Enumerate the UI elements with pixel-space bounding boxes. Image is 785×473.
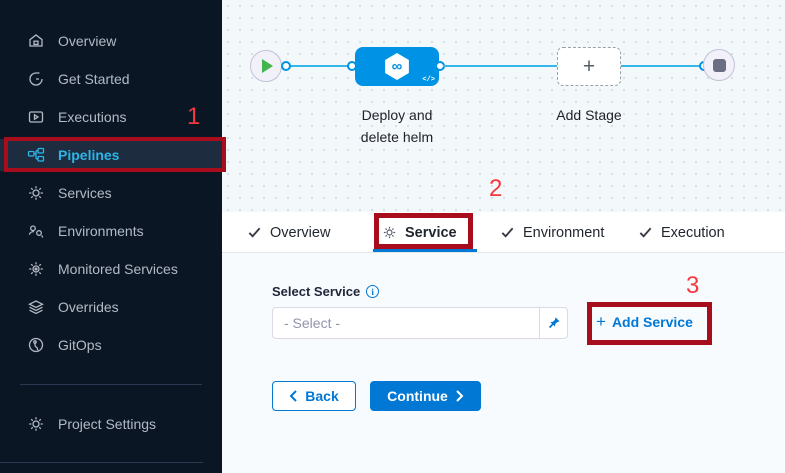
sidebar-item-label: Monitored Services: [58, 261, 178, 277]
gear-icon: [29, 186, 43, 200]
back-button[interactable]: Back: [272, 381, 356, 411]
sidebar-item-label: Overrides: [58, 299, 119, 315]
sidebar-divider: [20, 384, 202, 385]
stage-label-line1: Deploy and: [361, 107, 433, 123]
continue-button[interactable]: Continue: [370, 381, 481, 411]
tab-label: Environment: [523, 224, 605, 241]
sidebar-item-pipelines[interactable]: Pipelines: [0, 139, 222, 171]
home-icon: [29, 34, 43, 47]
sidebar-item-monitored-services[interactable]: Monitored Services: [0, 253, 222, 285]
sidebar-item-get-started[interactable]: Get Started: [0, 63, 222, 95]
info-icon[interactable]: i: [366, 285, 380, 298]
stop-icon: [712, 58, 726, 72]
active-tab-underline: [373, 249, 477, 252]
stage-config-tabbar: Overview Service Environment Execution: [222, 212, 785, 253]
play-box-icon: [28, 111, 44, 123]
continue-button-label: Continue: [387, 388, 448, 404]
check-icon: [639, 227, 652, 238]
service-config-panel: Select Service i - Select - + Add Servic…: [222, 253, 785, 473]
sidebar-item-label: Pipelines: [58, 147, 120, 163]
add-stage-button[interactable]: +: [557, 47, 621, 86]
edge-port: [347, 61, 357, 71]
pipeline-end-node: [703, 49, 735, 81]
chevron-right-icon: [456, 390, 464, 402]
sidebar-item-label: Services: [58, 185, 112, 201]
edge-port: [281, 61, 291, 71]
chevron-left-icon: [289, 390, 297, 402]
gear-icon: [383, 226, 396, 239]
sidebar-item-label: Get Started: [58, 71, 130, 87]
tab-service[interactable]: Service: [382, 212, 457, 253]
sidebar-item-executions[interactable]: Executions: [0, 101, 222, 133]
sidebar-divider: [0, 462, 203, 463]
sidebar-item-label: Overview: [58, 33, 117, 49]
select-service-label-text: Select Service: [272, 284, 361, 299]
check-icon: [248, 227, 261, 238]
gitops-icon: [28, 337, 44, 353]
sidebar-item-label: Project Settings: [58, 416, 157, 432]
code-icon: </>: [422, 76, 435, 84]
runtime-input-pin-button[interactable]: [539, 308, 567, 338]
sidebar-item-environments[interactable]: Environments: [0, 215, 222, 247]
plus-icon: +: [596, 312, 606, 331]
add-stage-label: Add Stage: [556, 107, 622, 123]
layers-icon: [28, 300, 44, 315]
plus-icon: +: [582, 54, 596, 78]
tab-label: Service: [405, 224, 457, 241]
sidebar-item-label: GitOps: [58, 337, 102, 353]
pin-icon: [548, 317, 560, 329]
stage-label: Deploy and delete helm: [325, 104, 469, 148]
restart-icon: [29, 72, 43, 86]
service-select-placeholder: - Select -: [284, 315, 341, 331]
service-select-dropdown[interactable]: - Select -: [272, 307, 568, 339]
back-button-label: Back: [305, 388, 339, 404]
sidebar-item-gitops[interactable]: GitOps: [0, 329, 222, 361]
pipeline-icon: [27, 147, 45, 162]
check-icon: [501, 227, 514, 238]
tab-label: Execution: [661, 224, 725, 241]
select-service-label: Select Service i: [272, 284, 380, 299]
sidebar-item-label: Executions: [58, 109, 127, 125]
pipeline-edge: [288, 65, 355, 67]
sidebar-item-overrides[interactable]: Overrides: [0, 291, 222, 323]
play-icon: [262, 59, 273, 73]
stage-node-deploy-and-delete-helm[interactable]: ∞ </>: [355, 47, 439, 86]
pipeline-canvas[interactable]: ∞ </> + Deploy and delete helm Add Stage: [222, 0, 785, 212]
sidebar-item-overview[interactable]: Overview: [0, 25, 222, 57]
sidebar-item-label: Environments: [58, 223, 144, 239]
tab-execution[interactable]: Execution: [638, 212, 725, 253]
cd-stage-glyph: ∞: [391, 58, 403, 75]
monitored-gear-icon: [29, 262, 43, 276]
tab-overview[interactable]: Overview: [247, 212, 330, 253]
add-service-button[interactable]: + Add Service: [596, 313, 693, 330]
gear-icon: [29, 417, 43, 431]
cd-stage-icon: ∞: [385, 53, 409, 80]
pipeline-edge: [621, 65, 701, 67]
add-service-label: Add Service: [611, 313, 693, 330]
pipeline-start-node: [250, 50, 282, 82]
tab-environment[interactable]: Environment: [500, 212, 604, 253]
sidebar-item-project-settings[interactable]: Project Settings: [0, 408, 222, 440]
stage-label-line2: delete helm: [360, 129, 434, 145]
sidebar-item-services[interactable]: Services: [0, 177, 222, 209]
pipeline-edge: [443, 65, 557, 67]
tab-label: Overview: [270, 224, 331, 241]
group-icon: [28, 225, 44, 238]
sidebar: Overview Get Started Executions Pipeline…: [0, 0, 222, 473]
